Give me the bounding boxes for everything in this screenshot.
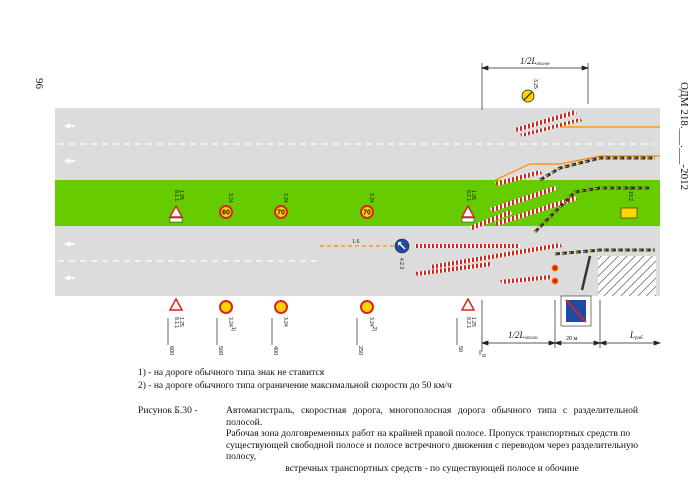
work-zone xyxy=(598,256,656,296)
median-strip xyxy=(55,180,660,226)
sign-code: 3.241) xyxy=(227,317,236,332)
speed-limit-sign-icon xyxy=(274,205,288,219)
caption-label: Рисунок Б.30 - xyxy=(138,405,198,416)
sign-code: 3.25 xyxy=(532,79,538,89)
caption-line: встречных транспортных средств - по суще… xyxy=(285,462,579,474)
page-number: 96 xyxy=(33,78,45,89)
roadworks-sign-icon xyxy=(168,204,184,218)
footnote-2: 2) - на дороге обычного типа ограничение… xyxy=(138,381,452,391)
sign-code: 6.15.2 xyxy=(627,187,633,201)
dim-gap: 20 м xyxy=(566,336,578,342)
sign-code: 4.2.3 xyxy=(398,258,404,269)
sign-code: 1.258.2.1 xyxy=(465,317,476,328)
caption-line: Автомагистраль, скоростная дорога, много… xyxy=(226,405,638,428)
sign-code: 3.24 xyxy=(282,193,288,203)
caption-line: Рабочая зона долговременных работ на кра… xyxy=(226,428,631,440)
distance-label: 600 xyxy=(168,346,174,355)
speed-limit-sign-icon xyxy=(360,205,374,219)
sign-code: 3.24 xyxy=(227,193,233,203)
document-id: ОДМ 218.___.___-2012 xyxy=(678,82,690,191)
marking-label: 1.6 xyxy=(352,239,360,245)
dim-half-taper-bottom: 1/2Lотгон xyxy=(508,330,538,341)
upper-temp-line xyxy=(494,155,660,181)
sign-code: 3.24 xyxy=(282,317,288,327)
dim-half-taper-top: 1/2Lотгон xyxy=(520,56,550,67)
speed-value: 60 xyxy=(222,210,230,217)
roadworks-sign-icon xyxy=(460,297,476,311)
speed-limit-sign-icon xyxy=(219,205,233,219)
dimension-lines xyxy=(167,63,662,355)
cone-tapers xyxy=(415,110,582,284)
sign-code: 1.258.2.1 xyxy=(465,190,476,201)
speed-value: 70 xyxy=(363,210,371,217)
concrete-barriers xyxy=(533,156,655,291)
caption-line: существующей свободной полосе и полосе в… xyxy=(226,439,638,463)
roadworks-sign-icon xyxy=(168,297,184,311)
roadworks-sign-icon xyxy=(460,204,476,218)
sign-code: 1.258.1.1 xyxy=(173,317,184,328)
speed-value: 70 xyxy=(277,210,285,217)
sign-code: 3.24 xyxy=(368,193,374,203)
roadside-signs xyxy=(168,295,592,327)
speed-limit-sign-icon xyxy=(274,300,288,314)
distance-label: 400 xyxy=(272,346,278,355)
lower-carriageway xyxy=(55,226,660,296)
dim-work-zone: Lраб. xyxy=(629,330,644,341)
sign-code: 3.242) xyxy=(368,317,377,332)
distance-label: 50 xyxy=(457,346,463,352)
sign-code: 1.258.1.1 xyxy=(173,190,184,201)
direction-arrows xyxy=(64,123,75,281)
distance-label: 0 xyxy=(480,354,486,357)
speed-limit-sign-icon xyxy=(219,300,233,314)
footnote-1: 1) - на дороге обычного типа знак не ста… xyxy=(138,368,325,378)
speed-limit-sign-icon xyxy=(360,300,374,314)
distance-label: 250 xyxy=(357,346,363,355)
figure-caption: Рисунок Б.30 - Автомагистраль, скоростна… xyxy=(138,405,638,475)
warning-lamp-icon xyxy=(551,264,559,272)
distance-label: 500 xyxy=(217,346,223,355)
detour-scheme-sign-icon xyxy=(620,207,638,219)
warning-lamp-icon xyxy=(551,277,559,285)
median-signs xyxy=(168,204,638,223)
